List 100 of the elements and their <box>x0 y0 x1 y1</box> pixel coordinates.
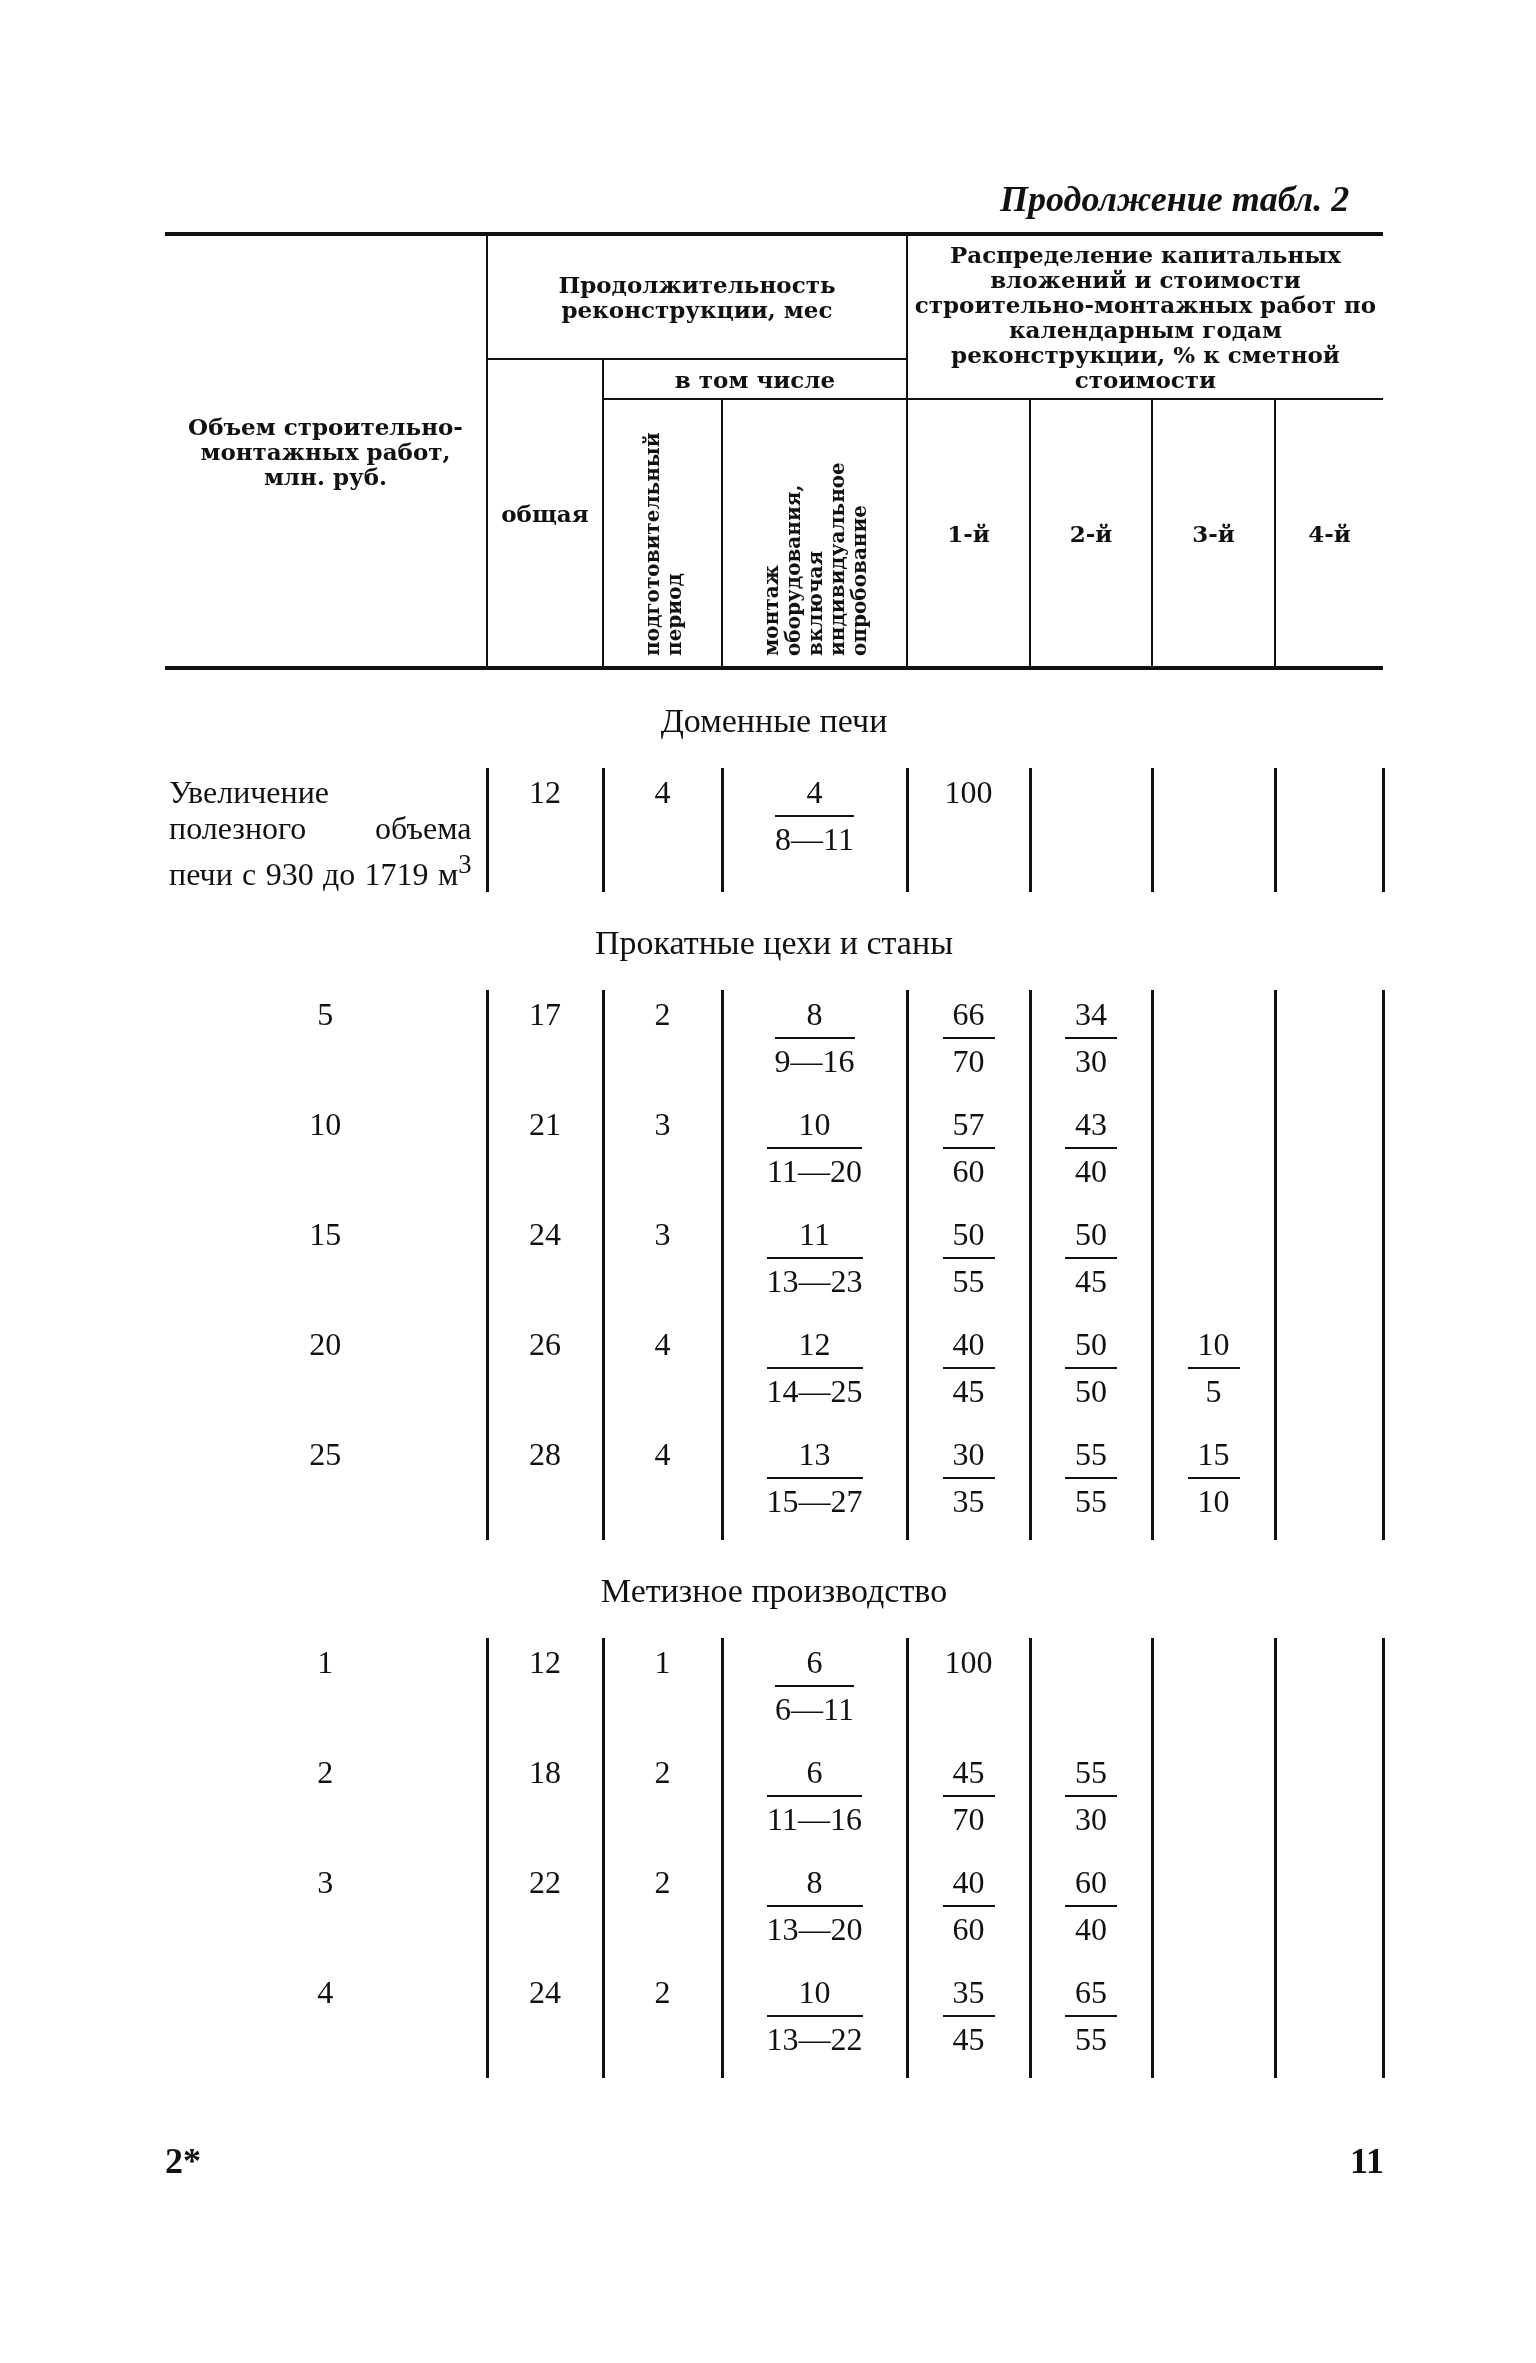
numerator: 60 <box>1065 1863 1117 1907</box>
numerator: 12 <box>766 1325 863 1369</box>
value: 1 <box>603 1637 722 1748</box>
denominator: 40 <box>1074 1909 1108 1948</box>
denominator: 10 <box>1196 1481 1231 1520</box>
value: 2 <box>603 1967 722 2078</box>
numerator: 30 <box>942 1435 995 1479</box>
denominator: 60 <box>951 1151 986 1190</box>
value: 24 <box>487 1209 603 1320</box>
denominator: 30 <box>1074 1799 1108 1838</box>
denominator: 6—11 <box>775 1689 854 1728</box>
denominator: 45 <box>951 1371 986 1410</box>
value: 17 <box>487 989 603 1100</box>
value: 2 <box>603 1747 722 1858</box>
value: 12 <box>487 768 603 892</box>
value: 24 <box>487 1967 603 2078</box>
denominator: 45 <box>1074 1261 1108 1300</box>
value: 4 <box>603 1429 722 1540</box>
denominator: 35 <box>951 1481 986 1520</box>
row-heading: 3 <box>165 1857 487 1968</box>
row-heading: 4 <box>165 1967 487 2078</box>
value: 4 <box>603 768 722 892</box>
value: 28 <box>487 1429 603 1540</box>
numerator: 13 <box>766 1435 863 1479</box>
signature-mark: 2* <box>165 2140 201 2182</box>
column-header: Распределение капитальных вложений и стоимости строительно-монтажных работ по календарным годам реконструкции, % к сметной стоимости <box>907 234 1383 399</box>
value: 21 <box>487 1099 603 1210</box>
numerator: 11 <box>766 1215 863 1259</box>
denominator: 70 <box>951 1041 986 1080</box>
denominator: 60 <box>951 1909 986 1948</box>
section-heading: Доменные печи <box>165 668 1383 768</box>
row-heading: 20 <box>165 1319 487 1430</box>
denominator: 55 <box>1074 1481 1108 1520</box>
numerator: 50 <box>942 1215 995 1259</box>
denominator: 8—11 <box>775 820 854 858</box>
denominator: 15—27 <box>766 1481 863 1520</box>
numerator: 50 <box>1065 1325 1117 1369</box>
row-heading: 5 <box>165 989 487 1100</box>
value: 4 <box>603 1319 722 1430</box>
denominator: 50 <box>1074 1371 1108 1410</box>
numerator: 8 <box>774 995 855 1039</box>
value: 12 <box>487 1637 603 1748</box>
numerator: 66 <box>942 995 995 1039</box>
numerator: 45 <box>942 1753 995 1797</box>
numerator: 40 <box>942 1325 995 1369</box>
row-heading: 1 <box>165 1637 487 1748</box>
numerator: 34 <box>1065 995 1117 1039</box>
numerator: 50 <box>1065 1215 1117 1259</box>
denominator: 70 <box>951 1799 986 1838</box>
column-header: 1-й <box>907 399 1030 668</box>
value: 100 <box>907 768 1030 892</box>
numerator: 10 <box>1187 1325 1240 1369</box>
row-heading: 10 <box>165 1099 487 1210</box>
numerator: 55 <box>1065 1753 1117 1797</box>
denominator: 9—16 <box>774 1041 855 1080</box>
value: 22 <box>487 1857 603 1968</box>
denominator: 11—16 <box>767 1799 862 1838</box>
row-heading: Увеличение полезного объема печи с 930 до 1719 м$^{3}$ <box>165 768 487 892</box>
denominator: 13—20 <box>766 1909 863 1948</box>
denominator: 30 <box>1074 1041 1108 1080</box>
column-header: 2-й <box>1030 399 1152 668</box>
denominator: 13—23 <box>766 1261 863 1300</box>
section-heading: Прокатные цехи и станы <box>165 891 1383 990</box>
numerator: 6 <box>775 1643 854 1687</box>
denominator: 14—25 <box>766 1371 863 1410</box>
table-title: Продолжение табл. 2 <box>1000 178 1350 220</box>
column-header: Продолжительность реконструкции, мес <box>487 234 907 359</box>
value: 3 <box>603 1209 722 1320</box>
numerator: 8 <box>766 1863 863 1907</box>
denominator: 55 <box>951 1261 986 1300</box>
numerator: 15 <box>1187 1435 1240 1479</box>
denominator: 13—22 <box>766 2019 863 2058</box>
column-header: монтаж оборудования, включая индивидуальное опробование <box>759 461 870 656</box>
column-header: общая <box>487 359 603 668</box>
value: 3 <box>603 1099 722 1210</box>
column-header: Объем строительно-монтажных работ, млн. руб. <box>165 234 487 668</box>
numerator: 6 <box>767 1753 862 1797</box>
denominator: 5 <box>1204 1371 1223 1410</box>
numerator: 55 <box>1065 1435 1117 1479</box>
numerator: 4 <box>775 774 854 817</box>
numerator: 57 <box>942 1105 995 1149</box>
denominator: 55 <box>1074 2019 1108 2058</box>
numerator: 43 <box>1065 1105 1117 1149</box>
value: 100 <box>907 1637 1030 1748</box>
numerator: 35 <box>942 1973 995 2017</box>
row-heading: 15 <box>165 1209 487 1320</box>
numerator: 10 <box>766 1973 863 2017</box>
denominator: 11—20 <box>767 1151 862 1190</box>
denominator: 45 <box>951 2019 986 2058</box>
numerator: 10 <box>767 1105 862 1149</box>
value: 26 <box>487 1319 603 1430</box>
numerator: 65 <box>1065 1973 1117 2017</box>
column-header: подготовительный период <box>640 431 685 656</box>
page-number: 11 <box>1350 2140 1384 2182</box>
column-header: 3-й <box>1152 399 1275 668</box>
section-heading: Метизное производство <box>165 1539 1383 1638</box>
value: 2 <box>603 989 722 1100</box>
row-heading: 2 <box>165 1747 487 1858</box>
value: 2 <box>603 1857 722 1968</box>
denominator: 40 <box>1074 1151 1108 1190</box>
